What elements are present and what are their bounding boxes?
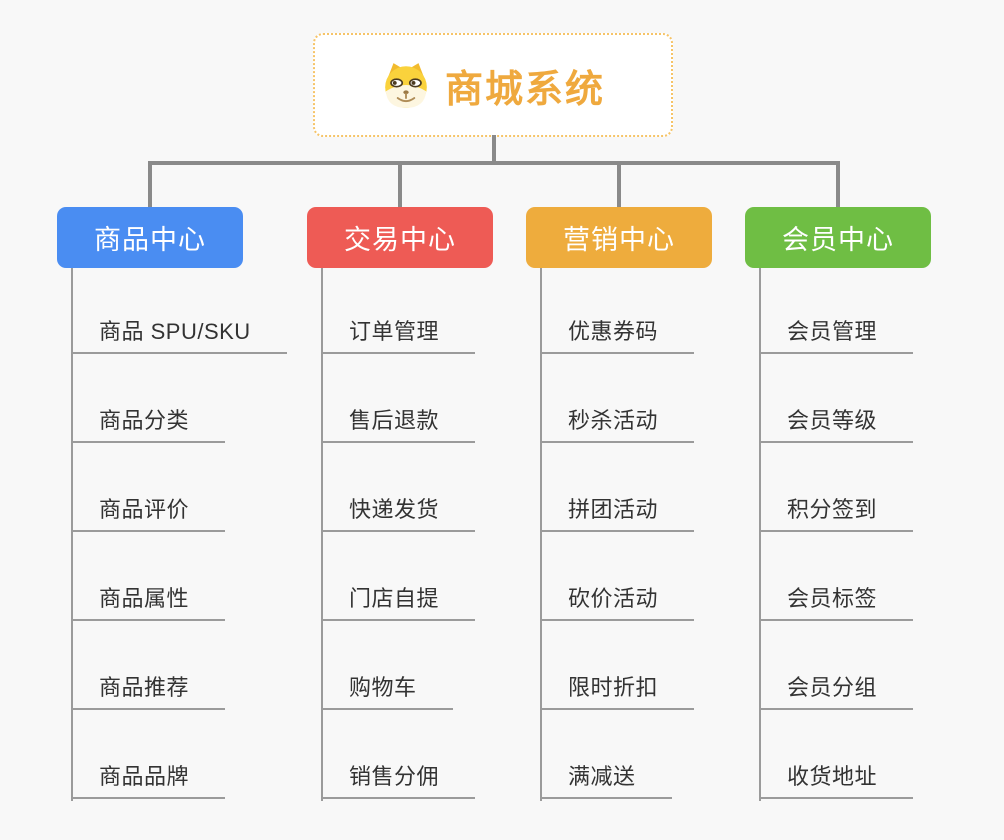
branch-label: 营销中心 xyxy=(563,225,675,255)
branch-node-marketing[interactable]: 营销中心 xyxy=(526,207,712,268)
subtopic-node[interactable]: 商品分类 xyxy=(71,354,226,443)
spine-marketing xyxy=(540,268,542,801)
spine-trade xyxy=(321,268,323,801)
sub-list-trade: 订单管理 售后退款 快递发货 门店自提 购物车 销售分佣 xyxy=(321,265,476,799)
connector-drop-members xyxy=(836,161,840,210)
subtopic-node[interactable]: 拼团活动 xyxy=(540,443,695,532)
branch-label: 商品中心 xyxy=(94,225,206,255)
subtopic-node[interactable]: 满减送 xyxy=(540,710,672,799)
subtopic-node[interactable]: 收货地址 xyxy=(759,710,914,799)
subtopic-node[interactable]: 订单管理 xyxy=(321,265,476,354)
subtopic-node[interactable]: 优惠券码 xyxy=(540,265,695,354)
subtopic-node[interactable]: 会员管理 xyxy=(759,265,914,354)
subtopic-node[interactable]: 秒杀活动 xyxy=(540,354,695,443)
subtopic-node[interactable]: 商品推荐 xyxy=(71,621,226,710)
spine-products xyxy=(71,268,73,801)
subtopic-node[interactable]: 商品品牌 xyxy=(71,710,226,799)
connector-horizontal xyxy=(148,161,840,165)
subtopic-node[interactable]: 商品属性 xyxy=(71,532,226,621)
branch-node-members[interactable]: 会员中心 xyxy=(745,207,931,268)
spine-members xyxy=(759,268,761,801)
connector-drop-trade xyxy=(398,161,402,210)
subtopic-node[interactable]: 砍价活动 xyxy=(540,532,695,621)
subtopic-node[interactable]: 门店自提 xyxy=(321,532,476,621)
subtopic-node[interactable]: 快递发货 xyxy=(321,443,476,532)
connector-drop-products xyxy=(148,161,152,210)
sub-list-marketing: 优惠券码 秒杀活动 拼团活动 砍价活动 限时折扣 满减送 xyxy=(540,265,695,799)
branch-label: 交易中心 xyxy=(344,225,456,255)
subtopic-node[interactable]: 销售分佣 xyxy=(321,710,476,799)
subtopic-node[interactable]: 会员等级 xyxy=(759,354,914,443)
root-title: 商城系统 xyxy=(444,68,605,111)
dog-icon xyxy=(385,63,427,108)
subtopic-node[interactable]: 商品 SPU/SKU xyxy=(71,265,287,354)
sub-list-members: 会员管理 会员等级 积分签到 会员标签 会员分组 收货地址 xyxy=(759,265,914,799)
subtopic-node[interactable]: 购物车 xyxy=(321,621,453,710)
subtopic-node[interactable]: 会员标签 xyxy=(759,532,914,621)
connector-drop-marketing xyxy=(617,161,621,210)
subtopic-node[interactable]: 限时折扣 xyxy=(540,621,695,710)
subtopic-node[interactable]: 积分签到 xyxy=(759,443,914,532)
branch-node-trade[interactable]: 交易中心 xyxy=(307,207,493,268)
subtopic-node[interactable]: 售后退款 xyxy=(321,354,476,443)
subtopic-node[interactable]: 会员分组 xyxy=(759,621,914,710)
branch-node-products[interactable]: 商品中心 xyxy=(57,207,243,268)
sub-list-products: 商品 SPU/SKU 商品分类 商品评价 商品属性 商品推荐 商品品牌 xyxy=(71,265,287,799)
subtopic-node[interactable]: 商品评价 xyxy=(71,443,226,532)
branch-label: 会员中心 xyxy=(782,225,894,255)
root-node[interactable]: 商城系统 xyxy=(313,33,673,137)
connector-root-vertical xyxy=(492,135,496,163)
